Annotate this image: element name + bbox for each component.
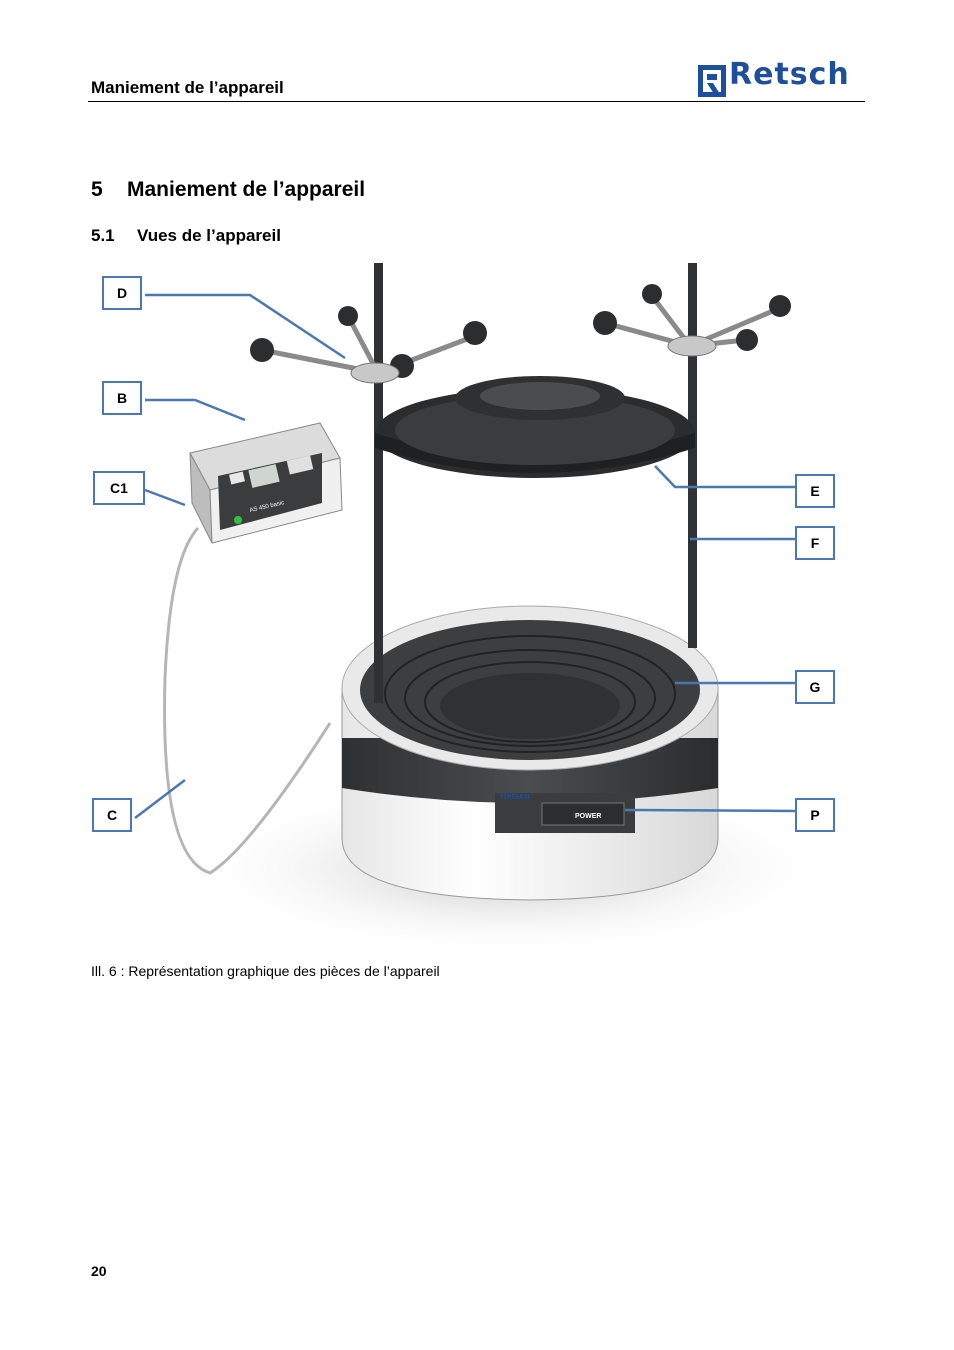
running-header-title: Maniement de l’appareil bbox=[91, 78, 284, 97]
retsch-logo bbox=[698, 65, 726, 97]
right-column bbox=[688, 263, 697, 648]
section-title: Maniement de l’appareil bbox=[127, 178, 366, 201]
header-rule bbox=[88, 101, 865, 102]
power-label: POWER bbox=[575, 813, 601, 820]
callout-label-p: P bbox=[795, 798, 835, 832]
callout-label-d: D bbox=[102, 276, 142, 310]
callout-leader-lines bbox=[134, 293, 796, 819]
figure-caption: Ill. 6 : Représentation graphique des pi… bbox=[91, 963, 440, 979]
callout-label-c: C bbox=[92, 798, 132, 832]
callout-label-b: B bbox=[102, 381, 142, 415]
callout-label-c1: C1 bbox=[93, 471, 145, 505]
subsection-number: 5.1 bbox=[91, 226, 115, 245]
section-number: 5 bbox=[91, 178, 103, 201]
subsection-title: Vues de l’appareil bbox=[137, 226, 281, 245]
callout-label-f: F bbox=[795, 526, 835, 560]
page-number: 20 bbox=[91, 1263, 107, 1279]
callout-label-e: E bbox=[795, 474, 835, 508]
control-unit bbox=[163, 422, 343, 875]
logo-text: Retsch bbox=[729, 57, 850, 92]
clamping-ring bbox=[375, 376, 695, 478]
base-brand-label: Retsch bbox=[500, 791, 530, 801]
callout-label-g: G bbox=[795, 670, 835, 704]
sieve-shaker-base bbox=[341, 605, 719, 901]
left-column bbox=[374, 263, 383, 703]
device-illustration: Retsch POWER bbox=[134, 263, 840, 958]
